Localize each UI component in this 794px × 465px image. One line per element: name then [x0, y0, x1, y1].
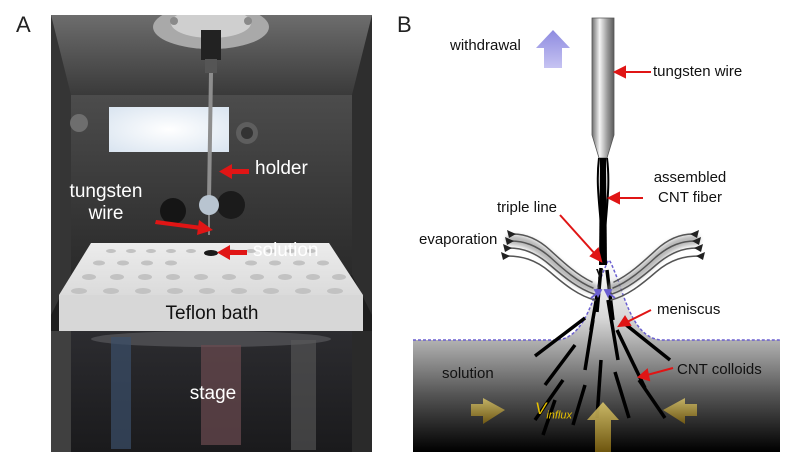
setup-photo: holder tungsten wire solution Teflon bat… [51, 15, 372, 452]
evaporation-arrowheads-right [690, 230, 705, 260]
solution-arrow-head [217, 245, 230, 260]
evaporation-arrowheads-left [501, 230, 516, 260]
tungsten-wire [591, 17, 615, 159]
solution-label: solution [253, 240, 319, 261]
stage-label: stage [189, 383, 237, 404]
schematic-drawing [413, 17, 780, 452]
solution-arrow-shaft [229, 250, 247, 255]
wire-arrow-shaft [155, 220, 202, 230]
teflon-bath-label: Teflon bath [165, 303, 259, 324]
triple-line-label: triple line [497, 199, 558, 216]
triple-line-pointer [559, 214, 597, 256]
assembled-cnt-fiber-label: assembled CNT fiber [635, 168, 745, 207]
cnt-colloids-pointer [646, 367, 674, 376]
meniscus-pointer [626, 309, 652, 323]
tungsten-wire-label: tungsten wire [56, 181, 156, 225]
v-influx-label: Vinflux [535, 398, 572, 423]
panel-b-letter: B [397, 12, 412, 37]
tungsten-wire-label-line2: wire [88, 202, 124, 224]
panel-a-letter: A [16, 12, 31, 37]
holder-arrow-head [219, 164, 232, 179]
setup-photo-drawing [51, 15, 372, 452]
withdrawal-label: withdrawal [450, 37, 521, 54]
meniscus-label: meniscus [657, 301, 721, 318]
cnt-colloids-label: CNT colloids [677, 361, 762, 378]
influx-arrow-left [471, 398, 505, 424]
influx-arrow-right [663, 398, 697, 424]
meniscus-line [413, 258, 780, 341]
withdrawal-arrow [536, 30, 570, 68]
v-influx-sub: influx [546, 409, 573, 422]
influx-arrow-up [587, 402, 619, 452]
tungsten-wire-label-line1: tungsten [69, 181, 143, 202]
schematic-diagram: withdrawal tungsten wire assembled CNT f… [395, 0, 794, 460]
holder-label: holder [255, 158, 308, 179]
evaporation-label: evaporation [419, 231, 498, 248]
evaporation-arrows-right [608, 233, 700, 301]
holder-arrow-shaft [231, 169, 249, 174]
gamma-symbol: γ [596, 264, 604, 279]
v-influx-main: V [535, 399, 547, 418]
assembled-label-line2: CNT fiber [658, 188, 722, 206]
surface-tension-arrows [590, 289, 616, 299]
wire-arrow-head [197, 220, 213, 235]
solution-label-b: solution [442, 365, 494, 382]
assembled-label-line1: assembled [653, 169, 727, 186]
tungsten-wire-label-b: tungsten wire [653, 63, 743, 80]
evaporation-arrows-left [506, 233, 598, 301]
